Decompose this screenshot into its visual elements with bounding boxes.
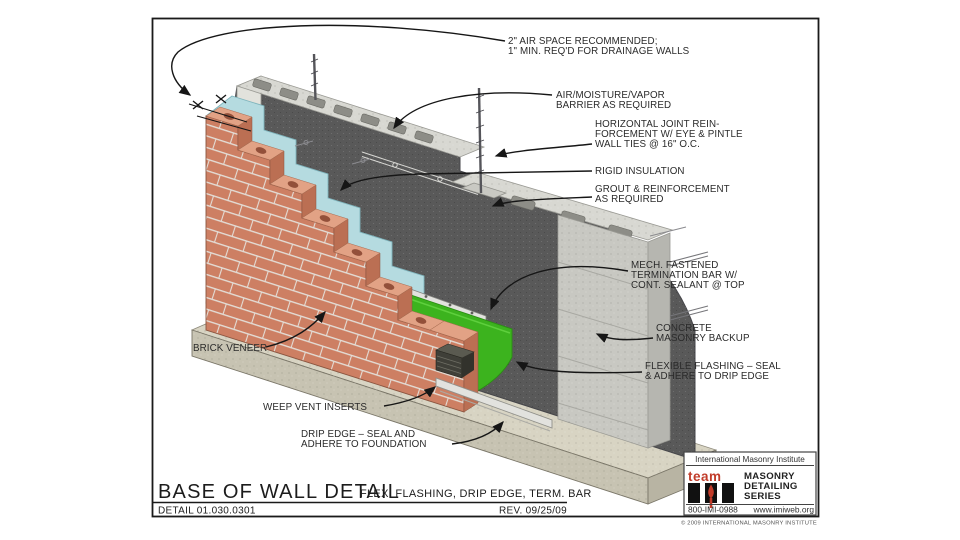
label-rigid-insulation: RIGID INSULATION (595, 166, 685, 177)
svg-text:CONT. SEALANT @ TOP: CONT. SEALANT @ TOP (631, 280, 745, 291)
imi-logo-mark (688, 483, 734, 508)
label-weep-vents: WEEP VENT INSERTS (263, 402, 367, 413)
drawing-subtitle: FLEX. FLASHING, DRIP EDGE, TERM. BAR (360, 488, 592, 500)
label-air-space: 2" AIR SPACE RECOMMENDED; (508, 36, 658, 47)
brick-step-tops (205, 106, 479, 342)
detail-number: DETAIL 01.030.0301 (158, 506, 256, 517)
title-block: BASE OF WALL DETAIL FLEX. FLASHING, DRIP… (153, 481, 592, 517)
svg-text:WALL TIES @ 16" O.C.: WALL TIES @ 16" O.C. (595, 139, 700, 150)
institute-name: International Masonry Institute (695, 455, 805, 464)
grouted-core (460, 182, 508, 199)
rebar-vertical-left (310, 53, 319, 101)
revision-date: REV. 09/25/09 (499, 506, 567, 517)
label-cmu-backup: CONCRETE (656, 323, 712, 334)
drawing-title: BASE OF WALL DETAIL (158, 481, 400, 503)
label-vapor-barrier: AIR/MOISTURE/VAPOR (556, 90, 665, 101)
svg-text:SERIES: SERIES (744, 491, 781, 502)
weep-vent (435, 343, 475, 379)
label-flexible-flashing: FLEXIBLE FLASHING – SEAL (645, 361, 781, 372)
phone-number: 800-IMI-0988 (688, 505, 738, 515)
label-grout: GROUT & REINFORCEMENT (595, 184, 730, 195)
svg-text:BARRIER AS REQUIRED: BARRIER AS REQUIRED (556, 100, 671, 111)
svg-text:FORCEMENT W/ EYE & PINTLE: FORCEMENT W/ EYE & PINTLE (595, 129, 743, 140)
rebar-vertical-right (475, 87, 485, 194)
website: www.imiweb.org (752, 505, 814, 515)
cmu-cores-top (252, 78, 434, 144)
brick-veneer-wall (205, 106, 479, 413)
label-termination-bar: MECH. FASTENED (631, 260, 718, 271)
label-brick-veneer: BRICK VENEER (193, 343, 267, 354)
series-line: MASONRY (744, 471, 795, 482)
label-joint-reinforcement: HORIZONTAL JOINT REIN- (595, 119, 719, 130)
svg-text:DETAILING: DETAILING (744, 481, 798, 492)
svg-text:AS REQUIRED: AS REQUIRED (595, 194, 664, 205)
veneer-ties (294, 140, 371, 165)
drip-edge (435, 377, 553, 432)
team-wordmark: team (688, 469, 722, 484)
eye-pintle-ties (649, 226, 709, 321)
svg-text:TERMINATION BAR W/: TERMINATION BAR W/ (631, 270, 737, 281)
cmu-backup-column (557, 214, 709, 449)
leader-lines (171, 24, 654, 445)
annotation-labels: 2" AIR SPACE RECOMMENDED; 1" MIN. REQ'D … (193, 36, 781, 450)
svg-text:1" MIN. REQ'D FOR DRAINAGE WAL: 1" MIN. REQ'D FOR DRAINAGE WALLS (508, 46, 690, 57)
svg-text:ADHERE TO FOUNDATION: ADHERE TO FOUNDATION (301, 439, 427, 450)
cmu-cross-section (450, 171, 674, 241)
svg-text:& ADHERE TO DRIP EDGE: & ADHERE TO DRIP EDGE (645, 371, 769, 382)
logo-block: International Masonry Institute team MAS… (681, 451, 817, 527)
copyright-notice: © 2009 INTERNATIONAL MASONRY INSTITUTE (681, 520, 817, 527)
dimension-marker (188, 94, 252, 132)
svg-text:MASONRY BACKUP: MASONRY BACKUP (656, 333, 750, 344)
label-drip-edge: DRIP EDGE – SEAL AND (301, 429, 415, 440)
